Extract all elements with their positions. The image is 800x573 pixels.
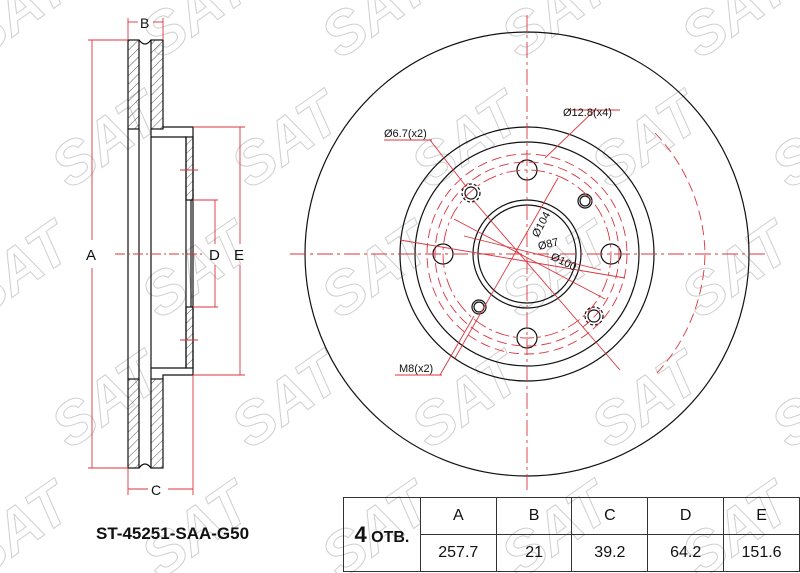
sat-watermark-logo: SAT — [489, 207, 626, 331]
side-section-view — [127, 39, 194, 469]
side-dimensions — [88, 18, 245, 495]
sat-watermark-logo: SAT — [0, 0, 86, 71]
callout-hole-6-7: Ø6.7(x2) — [384, 128, 427, 140]
callout-d87: Ø87 — [537, 236, 560, 253]
sat-watermark-logo: SAT — [309, 0, 446, 71]
holes-label: ОТВ. — [371, 528, 410, 546]
sat-watermark-logo: SAT — [669, 207, 800, 331]
sat-watermark-logo: SAT — [219, 77, 356, 201]
callout-hole-12-8: Ø12.8(x4) — [563, 107, 612, 119]
sat-watermark-logo: SAT — [309, 207, 446, 331]
holes-count: 4 — [354, 521, 367, 547]
callout-m8: M8(x2) — [399, 363, 433, 375]
sat-watermark-logo: SAT — [669, 0, 800, 71]
value-cell: 64.2 — [647, 534, 725, 572]
header-cell: E — [723, 497, 800, 535]
part-number: ST-45251-SAA-G50 — [96, 524, 250, 543]
sat-watermark-logo: SAT — [759, 337, 800, 461]
label-b: B — [140, 15, 149, 31]
sat-watermark-logo: SAT — [399, 337, 536, 461]
sat-watermark-logo: SAT — [579, 77, 716, 201]
sat-watermark-logo: SAT — [129, 467, 266, 573]
value-cell: 151.6 — [723, 534, 800, 572]
header-cell: A — [419, 497, 497, 535]
holes-count-cell: 4 ОТВ. — [343, 497, 421, 572]
sat-watermark-logo: SAT — [129, 207, 266, 331]
sat-watermark-logo: SAT — [219, 337, 356, 461]
sat-watermark-logo: SAT — [759, 77, 800, 201]
front-dimensions — [290, 15, 765, 490]
sat-watermark-logo: SAT — [0, 467, 86, 573]
label-d: D — [209, 247, 220, 264]
label-c: C — [151, 482, 161, 498]
sat-watermark-logo: SAT — [0, 207, 86, 331]
header-cell: D — [647, 497, 725, 535]
header-cell: C — [571, 497, 649, 535]
label-a: A — [86, 247, 96, 264]
value-cell: 39.2 — [571, 534, 649, 572]
value-cell: 257.7 — [419, 534, 497, 572]
label-e: E — [234, 247, 244, 264]
spec-table: 4 ОТВ. A B C D E 257.7 21 39.2 64.2 151.… — [343, 497, 800, 572]
sat-watermark-logo: SAT — [129, 0, 266, 71]
sat-watermark-logo: SAT — [489, 0, 626, 71]
header-cell: B — [495, 497, 573, 535]
value-cell: 21 — [495, 534, 573, 572]
